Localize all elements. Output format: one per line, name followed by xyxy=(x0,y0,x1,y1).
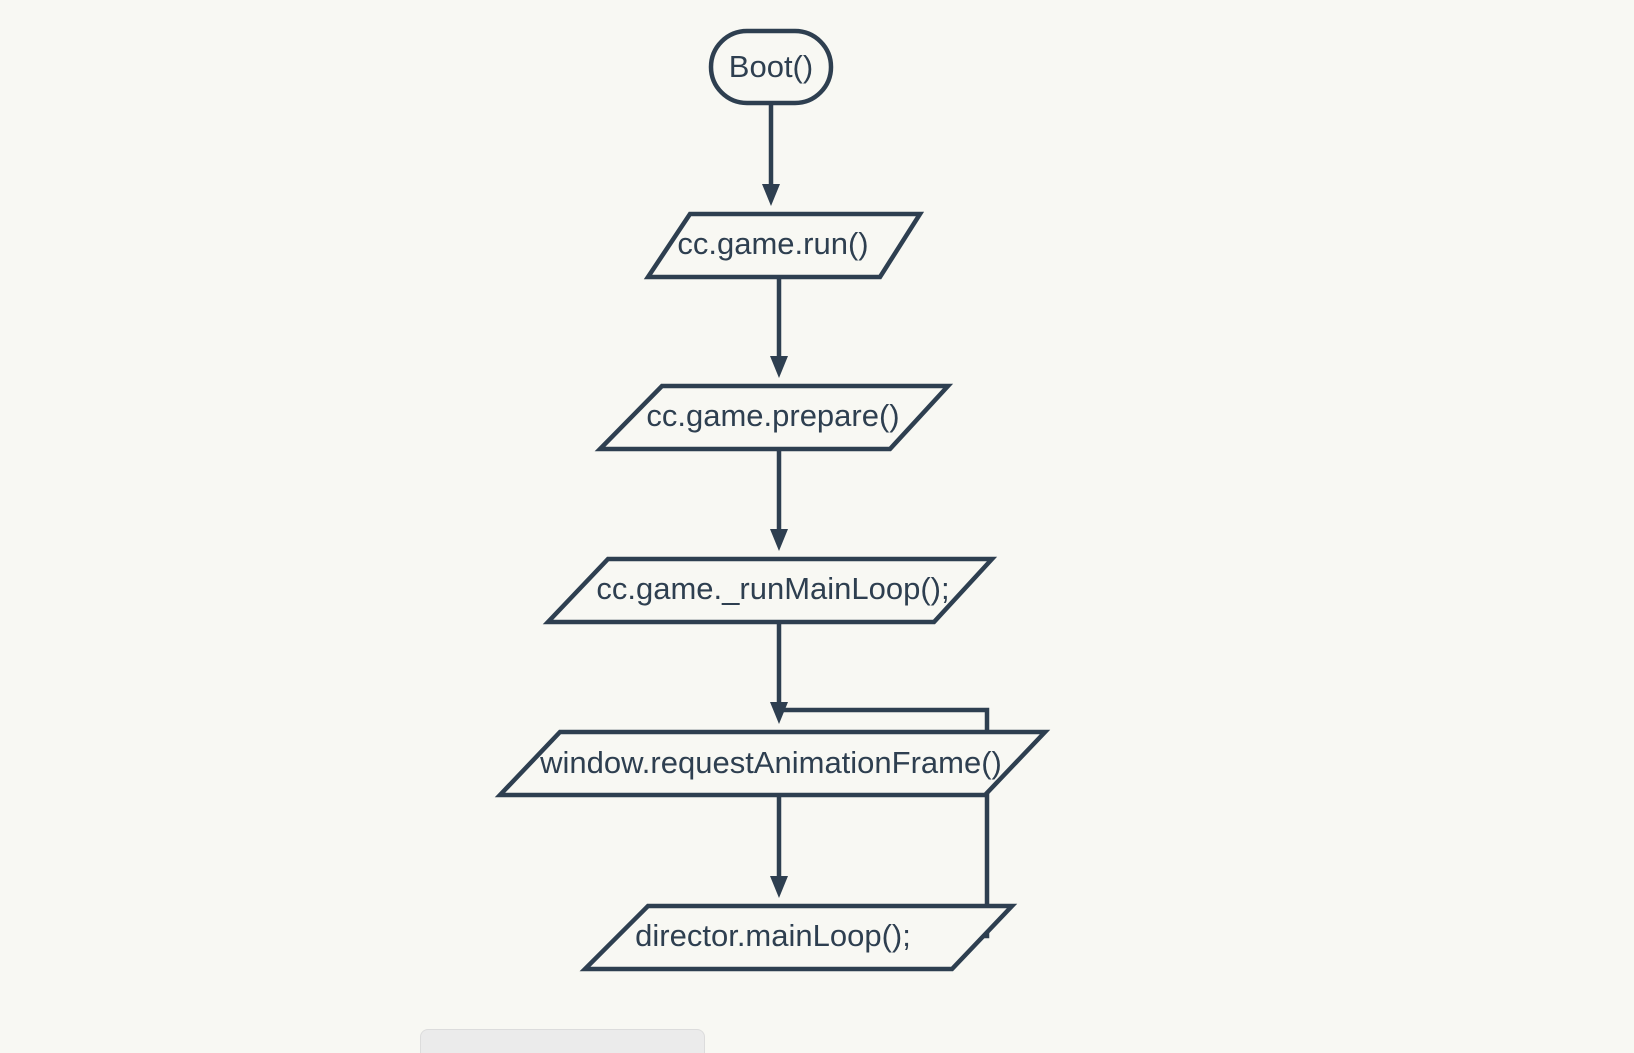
node-window-requestanimationframe[interactable]: window.requestAnimationFrame() xyxy=(494,729,1051,798)
edge-prepare-to-runmainloop xyxy=(770,449,788,551)
bottom-panel-edge[interactable] xyxy=(420,1029,705,1053)
node-cc-game-runmainloop-shape xyxy=(542,556,998,625)
edge-raf-to-mainloop xyxy=(770,795,788,898)
node-window-requestanimationframe-shape xyxy=(494,729,1051,798)
edge-runmainloop-to-raf xyxy=(770,622,788,724)
edge-boot-to-run xyxy=(762,103,780,206)
node-cc-game-prepare-label: cc.game.prepare() xyxy=(646,398,899,433)
node-boot[interactable]: Boot() xyxy=(708,28,834,106)
node-cc-game-run-shape xyxy=(643,211,925,280)
node-cc-game-run-label: cc.game.run() xyxy=(677,226,868,261)
node-director-mainloop[interactable]: director.mainLoop(); xyxy=(579,903,1018,972)
node-cc-game-runmainloop[interactable]: cc.game._runMainLoop(); xyxy=(542,556,998,625)
node-window-requestanimationframe-label: window.requestAnimationFrame() xyxy=(539,745,1002,780)
node-boot-label: Boot() xyxy=(729,49,813,84)
node-cc-game-runmainloop-label: cc.game._runMainLoop(); xyxy=(596,571,949,606)
node-director-mainloop-shape xyxy=(579,903,1018,972)
node-director-mainloop-label: director.mainLoop(); xyxy=(635,918,911,953)
node-cc-game-prepare[interactable]: cc.game.prepare() xyxy=(594,383,954,452)
node-cc-game-prepare-shape xyxy=(594,383,954,452)
node-boot-shape xyxy=(708,28,834,106)
node-cc-game-run[interactable]: cc.game.run() xyxy=(643,211,925,280)
edge-run-to-prepare xyxy=(770,277,788,378)
